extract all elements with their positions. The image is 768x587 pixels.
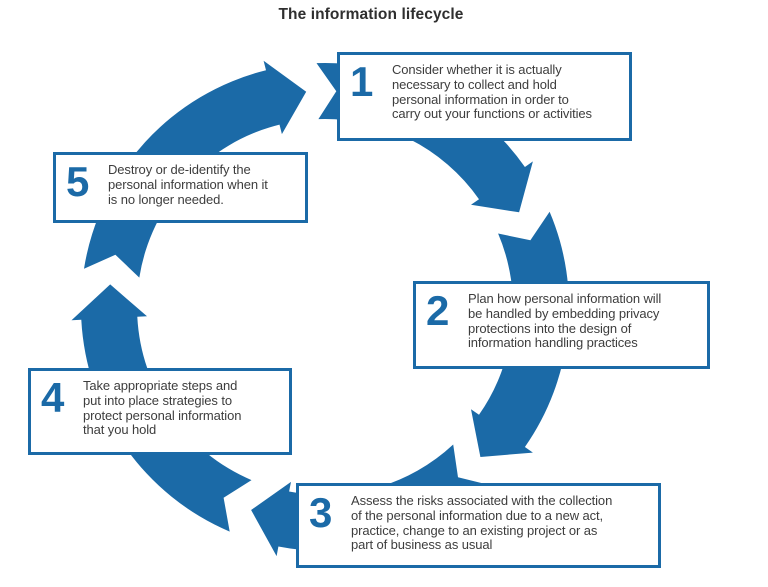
step-2-text: Plan how personal information will be ha… (468, 291, 662, 351)
step-box-3: 3 Assess the risks associated with the c… (296, 483, 661, 568)
step-box-5: 5 Destroy or de-identify the personal in… (53, 152, 308, 223)
step-box-4: 4 Take appropriate steps and put into pl… (28, 368, 292, 455)
step-5-number: 5 (66, 158, 90, 205)
step-1-number: 1 (350, 58, 374, 105)
step-3-number: 3 (309, 489, 333, 536)
diagram-title: The information lifecycle (278, 6, 464, 23)
step-4-text: Take appropriate steps and put into plac… (83, 378, 242, 438)
step-5-text: Destroy or de-identify the personal info… (108, 162, 268, 207)
step-box-1: 1 Consider whether it is actually necess… (337, 52, 632, 141)
step-2-number: 2 (426, 287, 450, 334)
step-3-text: Assess the risks associated with the col… (351, 493, 613, 553)
step-box-2: 2 Plan how personal information will be … (413, 281, 710, 369)
step-4-number: 4 (41, 374, 65, 421)
step-1-text: Consider whether it is actually necessar… (392, 62, 592, 122)
